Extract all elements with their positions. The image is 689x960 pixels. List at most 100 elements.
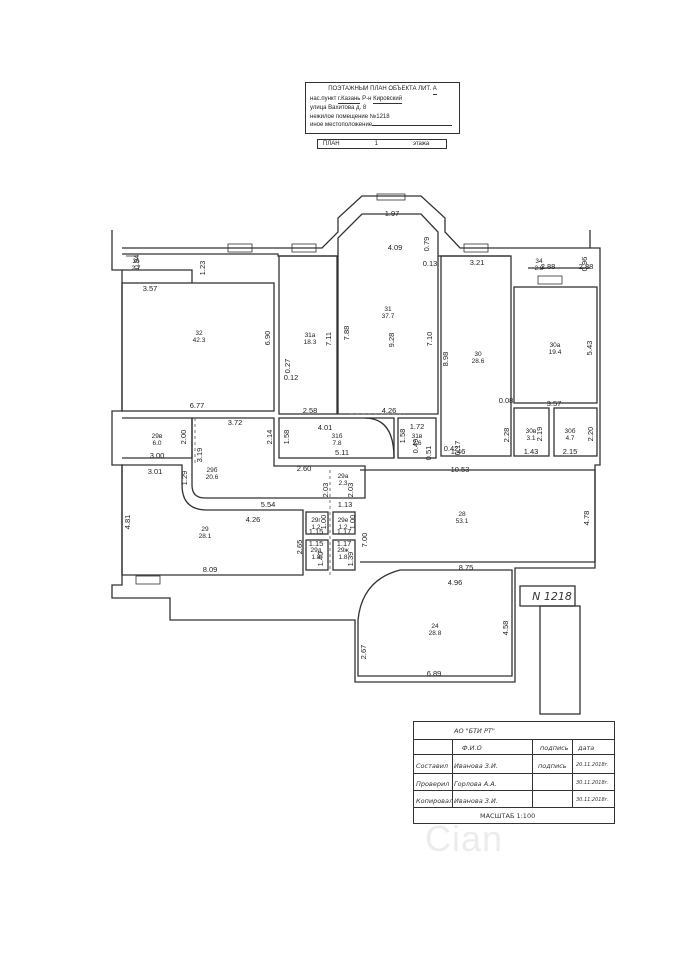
street-value: Вахитова (328, 105, 355, 111)
dimension-label: 8.98 (441, 352, 450, 367)
room-number: 30в (526, 428, 537, 435)
room-area: 1.8 (311, 554, 320, 561)
room-number: 30 (474, 351, 482, 358)
premises-label: нежилое помещение (310, 113, 369, 120)
dimension-label: 2.28 (502, 428, 511, 443)
room-area: 53.1 (456, 518, 469, 525)
dimension-label: 7.88 (342, 326, 351, 341)
stamp-row-role: Составил (416, 762, 449, 770)
room-area: 28.6 (472, 358, 485, 365)
dimension-label: 3.01 (148, 467, 163, 476)
room-area: 2.8 (534, 265, 543, 272)
room-number: 29б (207, 466, 218, 474)
stamp-row-name: Иванова З.И. (454, 797, 498, 805)
room-area: 6.0 (152, 440, 161, 447)
room-number: 29 (201, 526, 209, 533)
stamp-row-role: Копировал (416, 797, 454, 805)
settlement-label: нас.пункт (310, 95, 337, 102)
stamp-row-date: 20.11.2018г. (576, 762, 609, 768)
dimension-label: 9.28 (387, 333, 396, 348)
dimension-label: 2.03 (321, 483, 330, 498)
dimension-label: 0.12 (284, 373, 299, 382)
room-number: 30б (565, 427, 576, 435)
header-box: ПОЭТАЖНЫЙ ПЛАН ОБЪЕКТА ЛИТ. А нас.пункт … (305, 82, 460, 134)
dimension-label: 1.29 (180, 471, 189, 486)
dimension-label: 1.58 (398, 429, 407, 444)
room-number: 34 (535, 258, 543, 265)
room-number: 31б (332, 432, 343, 440)
dimension-label: 7.00 (360, 533, 369, 548)
room-number: 29г (311, 517, 321, 524)
dimension-label: 1.23 (198, 261, 207, 276)
dimension-label: 0.08 (499, 396, 514, 405)
room-area: 1.2 (311, 524, 320, 531)
dimension-label: 6.77 (190, 401, 205, 410)
dimension-label: 4.58 (501, 621, 510, 636)
room-number: 30а (550, 342, 561, 349)
room-area: 2.3 (338, 480, 347, 487)
room-area: 28.8 (429, 630, 442, 637)
dimension-label: 0.79 (422, 237, 431, 252)
room-area: 37.7 (382, 313, 395, 320)
dimension-label: 1.17 (337, 539, 352, 548)
dimension-label: 0.94 (132, 255, 141, 270)
dimension-label: 4.26 (382, 406, 397, 415)
dimension-label: 2.67 (359, 645, 368, 660)
dimension-label: 2.14 (265, 430, 274, 445)
dimension-label: 1.15 (309, 527, 324, 536)
dimension-label: 2.60 (297, 464, 312, 473)
house-value: 8 (362, 105, 367, 111)
header-title: ПОЭТАЖНЫЙ ПЛАН ОБЪЕКТА ЛИТ. (328, 86, 432, 92)
room-area: 18.3 (304, 339, 317, 346)
room-area: 20.6 (206, 474, 219, 481)
dimension-label: 0.51 (424, 446, 433, 461)
header-lit: А (432, 85, 437, 95)
plan-label: ПЛАН (323, 141, 340, 147)
floor-value: 1 (341, 140, 411, 148)
svg-text:N 1218: N 1218 (532, 590, 572, 603)
dimension-label: 4.26 (246, 515, 261, 524)
district-label: Р-н (362, 95, 372, 102)
dimension-label: 3.72 (228, 418, 243, 427)
dimension-label: 0.49 (411, 439, 420, 454)
dimension-label: 1.46 (451, 447, 466, 456)
dimension-label: 5.11 (335, 448, 349, 457)
dimension-label: 3.21 (470, 258, 485, 267)
room-area: 4.7 (565, 435, 574, 442)
dimension-label: 3.00 (150, 451, 165, 460)
room-number: 36 (132, 258, 140, 265)
dimension-label: 1.40 (316, 552, 325, 567)
title-block-stamp: АО "БТИ РТ" Ф.И.О подпись дата Составил … (413, 721, 615, 824)
room-area: 2.7 (131, 265, 140, 272)
room-number: 29в (152, 433, 163, 440)
room-number: 29е (338, 517, 349, 524)
dimension-label: 2.88 (579, 262, 594, 271)
dimension-label: 0.96 (580, 257, 589, 272)
dimension-label: 1.72 (410, 422, 425, 431)
dimension-label: 2.15 (563, 447, 578, 456)
dimension-label: 4.81 (123, 515, 132, 530)
dimension-label: 4.96 (448, 578, 463, 587)
room-labels: 3242.331а18.33137.73028.630а19.4362.7342… (131, 258, 575, 637)
stamp-org: АО "БТИ РТ" (454, 727, 495, 735)
dimension-label: 7.10 (425, 332, 434, 347)
room-area: 1.8 (338, 554, 347, 561)
stamp-row-name: Иванова З.И. (454, 762, 498, 770)
dimension-label: 3.57 (547, 399, 562, 408)
dimension-label: 1.58 (282, 430, 291, 445)
dimension-label: 2.65 (295, 540, 304, 555)
room-number: 29д (310, 547, 321, 554)
dimension-label: 2.00 (179, 430, 188, 445)
watermark: Cian (425, 818, 504, 859)
dimension-label: 2.20 (586, 427, 595, 442)
room-area: 42.3 (193, 337, 206, 344)
room-area: 28.1 (199, 533, 212, 540)
floor-box: ПЛАН 1 этажа (317, 139, 447, 149)
room-number: 31 (384, 306, 392, 313)
dimension-label: 8.75 (459, 563, 474, 572)
stamp-col-sign: подпись (540, 744, 569, 752)
room-area: 1.2 (338, 524, 347, 531)
dimension-label: 4.09 (388, 243, 403, 252)
